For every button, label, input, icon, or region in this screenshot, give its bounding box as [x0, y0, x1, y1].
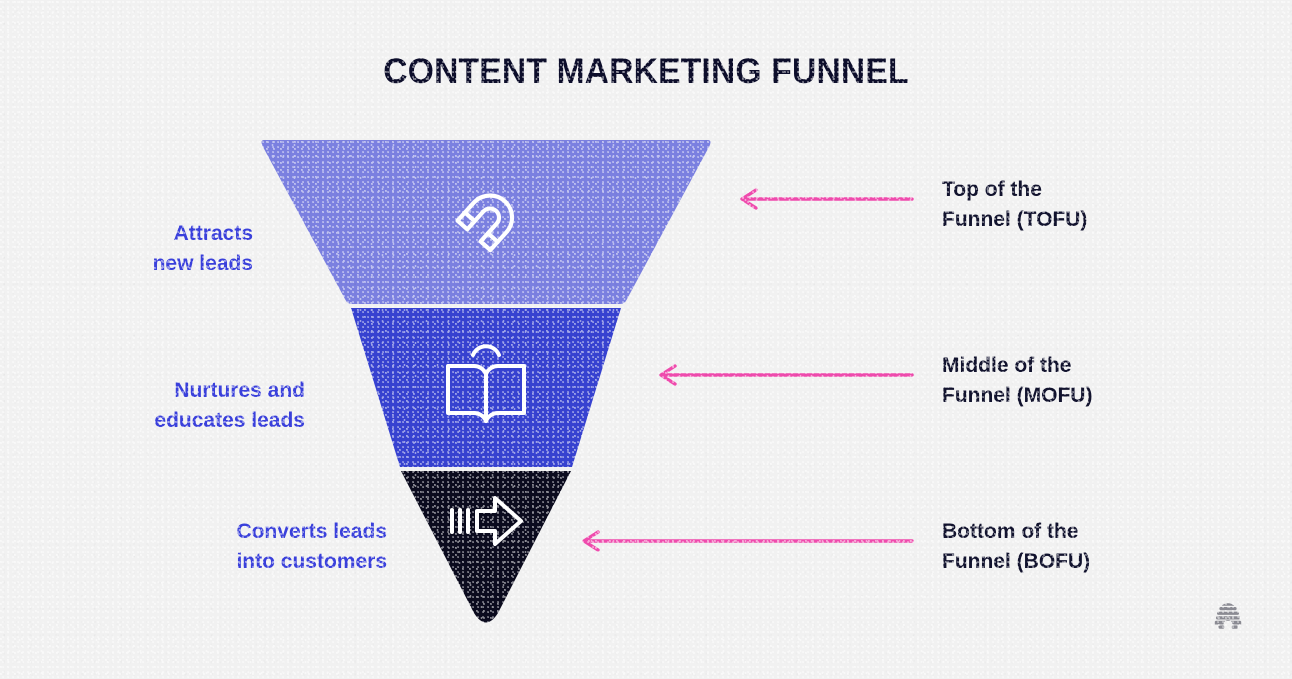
stage-description-bofu: Converts leads into customers — [236, 520, 387, 573]
stage-title-mofu: Middle of the Funnel (MOFU) — [942, 354, 1093, 407]
funnel-stage-mofu[interactable] — [351, 308, 621, 467]
stage-title-bofu: Bottom of the Funnel (BOFU) — [942, 520, 1091, 573]
funnel-stage-bofu-shape — [401, 471, 571, 623]
connector-arrow-mofu — [659, 364, 914, 386]
stage-title-tofu: Top of the Funnel (TOFU) — [942, 178, 1088, 231]
page-title: CONTENT MARKETING FUNNEL — [383, 52, 909, 91]
connector-arrow-bofu — [582, 530, 914, 552]
connector-arrow-tofu — [740, 188, 914, 210]
stage-description-mofu: Nurtures and educates leads — [154, 379, 305, 432]
hive-logo — [1214, 603, 1242, 629]
stage-description-tofu: Attracts new leads — [152, 222, 253, 275]
funnel-stage-tofu-shape — [261, 140, 711, 304]
funnel-stage-bofu[interactable] — [401, 471, 571, 623]
funnel-stage-tofu[interactable] — [261, 140, 711, 304]
